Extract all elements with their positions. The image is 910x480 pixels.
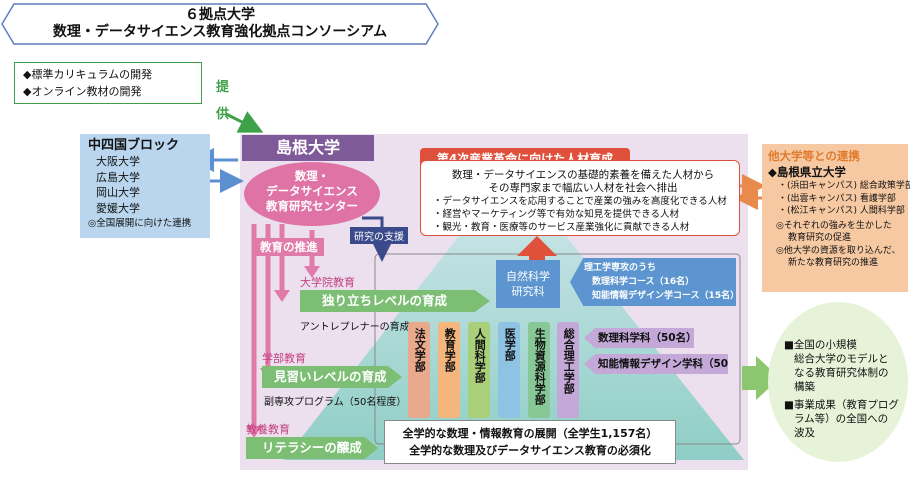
outcomes-text: ■全国の小規模 総合大学のモデルと なる教育研究体制の 構築 ■事業成果（教育プ… [784,338,904,440]
faculty-name: 医学部 [503,328,517,361]
whole-univ-line: 全学的な数理・情報教育の展開（全学生1,157名） [402,427,658,440]
outcome-line: 総合大学のモデルと [794,353,889,365]
liberal-level: リテラシーの醸成 [246,437,378,459]
faculty-column: 総合理工学部 [557,322,579,418]
whole-univ-line: 全学的な数理及びデータサイエンス教育の必須化 [409,444,651,457]
other-univ-note: 教育研究の促進 [788,233,852,243]
chushikoku-note: ◎全国展開に向けた連携 [88,218,192,229]
outcomes-circle [768,302,908,462]
chushikoku-title: 中四国ブロック [88,138,180,153]
center-label: 数理・ データサイエンス 教育研究センター [246,169,378,214]
provide-char: 供 [216,107,230,122]
faculty-name: 総合理工学部 [562,328,576,394]
faculty-name: 人間科学部 [473,328,487,383]
provide-arrow [225,111,264,133]
faculty-column: 人間科学部 [468,322,490,418]
science-courses-box: 理工学専攻のうち 数理科学コース（16名） 知能情報デザイン学コース（15名） [570,258,736,306]
consortium-banner-shape [1,3,439,45]
center-line: 教育研究センター [266,199,358,213]
university-name: 岡山大学 [96,186,140,199]
industry-line: ・観光・教育・医療等のサービス産業強化に貢献できる人材 [433,222,690,233]
outcome-line: なる教育研究体制の [794,367,889,379]
industry-line: ・データサイエンスを応用することで産業の強みを高度化できる人材 [433,196,727,207]
university-name: 愛媛大学 [96,201,140,215]
outcome-line: 構築 [794,381,815,393]
campus-item: ・(出雲キャンパス) 看護学部 [778,193,896,204]
faculty-name: 法文学部 [413,328,427,372]
graduate-label: 大学院教育 [300,276,355,289]
whole-univ-box: 全学的な数理・情報教育の展開（全学生1,157名） 全学的な数理及びデータサイエ… [384,420,676,464]
pyramid [284,168,744,460]
liberal-label: 教養教育 [246,423,290,436]
provide-label: 提 供 [216,76,229,122]
faculty-name: 教育学部 [443,328,457,372]
edu-promotion-label: 教育の推進 [254,238,324,256]
industry-line: その専門家まで幅広い人材を社会へ排出 [488,182,678,194]
other-univ-note: ◎それぞれの強みを生かした [776,220,892,231]
other-univ-box: 他大学等との連携 ◆島根県立大学 ・(浜田キャンパス) 総合政策学部 ・(出雲キ… [762,144,910,292]
consortium-line2: 数理・データサイエンス教育強化拠点コンソーシアム [52,24,388,40]
graduate-level: 独り立ちレベルの育成 [300,290,490,312]
center-line: データサイエンス [266,184,358,198]
chushikoku-block: 中四国ブロック 大阪大学 広島大学 岡山大学 愛媛大学 ◎全国展開に向けた連携 [80,134,210,238]
outcome-line: 波及 [794,427,815,439]
provided-items-box: ◆標準カリキュラムの開発 ◆オンライン教材の開発 [14,62,202,104]
undergrad-level: 見習いレベルの育成 [262,366,402,388]
center-ellipse [244,162,380,226]
industry-line: 数理・データサイエンスの基礎的素養を備えた人材から [451,169,715,181]
consortium-line1: ６拠点大学 [185,7,255,23]
other-univ-note: ◎他大学の資源を取り込んだ、 [776,245,901,256]
industry-up-arrow [517,236,557,272]
shimane-title: 島根大学 [242,135,374,161]
dept-info: 知能情報デザイン学科（50名） [584,354,728,374]
faculty-column: 医学部 [498,322,520,418]
campus-item: ・(浜田キャンパス) 総合政策学部 [778,181,910,191]
university-name: 大阪大学 [96,155,140,168]
course-line: 理工学専攻のうち [584,263,657,273]
provided-item: ◆オンライン教材の開発 [23,85,142,98]
course-line: 数理科学コース（16名） [592,277,695,287]
science-grad-line: 研究科 [511,285,545,298]
course-line: 知能情報デザイン学コース（15名） [592,291,740,301]
research-support-label: 研究の支援 [350,227,408,244]
outcome-line: ラム等）の全国への [794,413,889,425]
outcome-line: ■全国の小規模 [784,339,857,351]
campus-item: ・(松江キャンパス) 人間科学部 [778,206,905,216]
graduate-sub: アントレプレナーの育成 [300,322,410,333]
university-name: 広島大学 [96,170,140,184]
undergrad-sub: 副専攻プログラム（50名程度） [264,397,407,408]
outcome-line: ■事業成果（教育プログ [784,399,899,411]
other-univ-header: 他大学等との連携 [768,149,860,163]
dept-math: 数理科学科（50名） [584,328,694,348]
other-univ-note: 新たな教育研究の推進 [788,258,879,268]
faculty-column: 法文学部 [408,322,430,418]
faculty-name: 生物資源科学部 [533,328,547,405]
industry-box: 数理・データサイエンスの基礎的素養を備えた人材から その専門家まで幅広い人材を社… [420,160,740,236]
faculty-column: 教育学部 [438,322,460,418]
science-grad-line: 自然科学 [506,270,550,283]
science-grad-box: 自然科学 研究科 [496,260,560,308]
center-line: 数理・ [294,169,330,183]
undergrad-label: 学部教育 [262,352,306,365]
faculty-column: 生物資源科学部 [528,322,550,418]
other-univ-title: ◆島根県立大学 [768,165,846,179]
provide-char: 提 [216,80,230,95]
consortium-title: ６拠点大学 数理・データサイエンス教育強化拠点コンソーシアム [14,7,426,41]
provided-item: ◆標準カリキュラムの開発 [23,68,153,81]
outcome-arrow [742,356,780,400]
industry-line: ・経営やマーケティング等で有効な知見を提供できる人材 [433,209,680,220]
